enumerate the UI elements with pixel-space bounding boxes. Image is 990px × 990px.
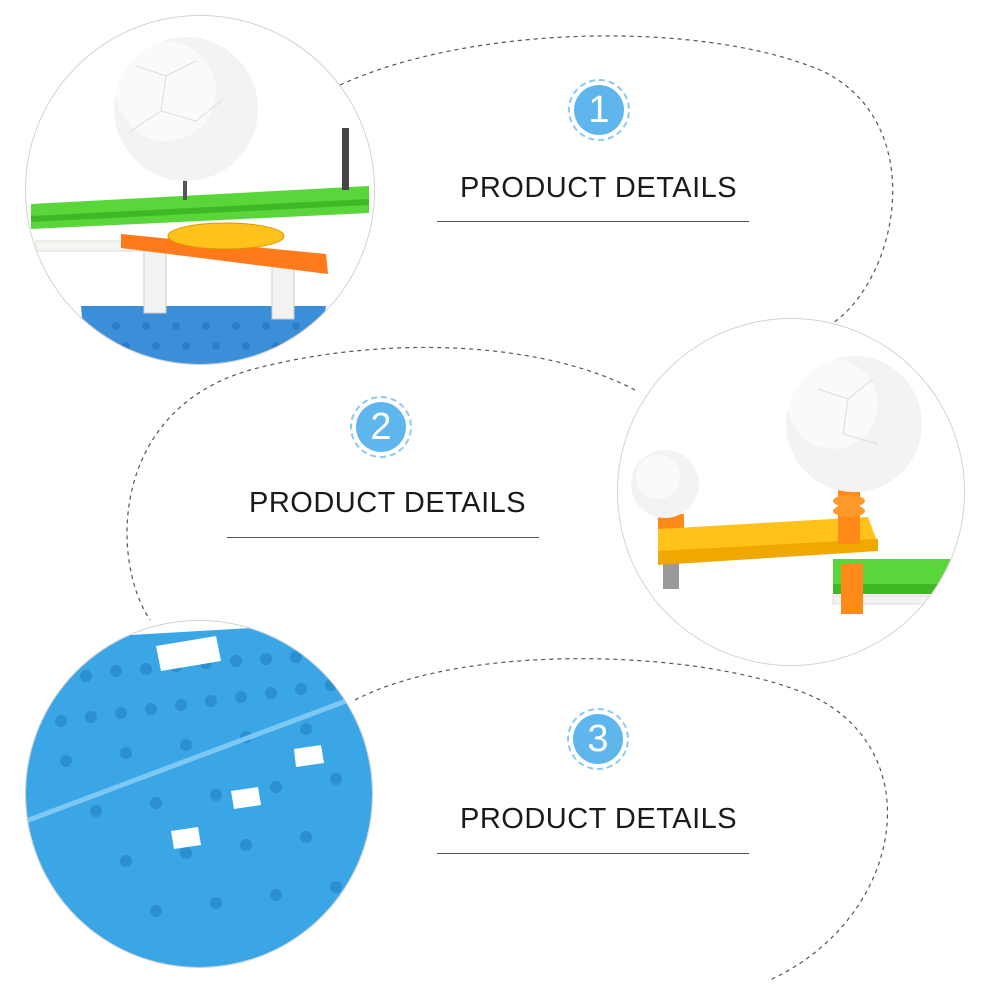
section-title-3: PRODUCT DETAILS xyxy=(460,803,738,835)
title-underline-1 xyxy=(437,221,749,222)
title-underline-2 xyxy=(227,537,539,538)
section-title-1: PRODUCT DETAILS xyxy=(460,172,738,204)
product-photo-3 xyxy=(25,620,373,968)
step-number-2: 2 xyxy=(356,402,406,452)
step-number-3: 3 xyxy=(573,714,623,764)
step-badge-3: 3 xyxy=(567,708,629,770)
product-photo-2 xyxy=(617,318,965,666)
section-title-2: PRODUCT DETAILS xyxy=(249,487,527,519)
product-photo-1 xyxy=(25,15,375,365)
title-underline-3 xyxy=(437,853,749,854)
step-badge-2: 2 xyxy=(350,396,412,458)
step-badge-1: 1 xyxy=(568,79,630,141)
step-number-1: 1 xyxy=(574,85,624,135)
